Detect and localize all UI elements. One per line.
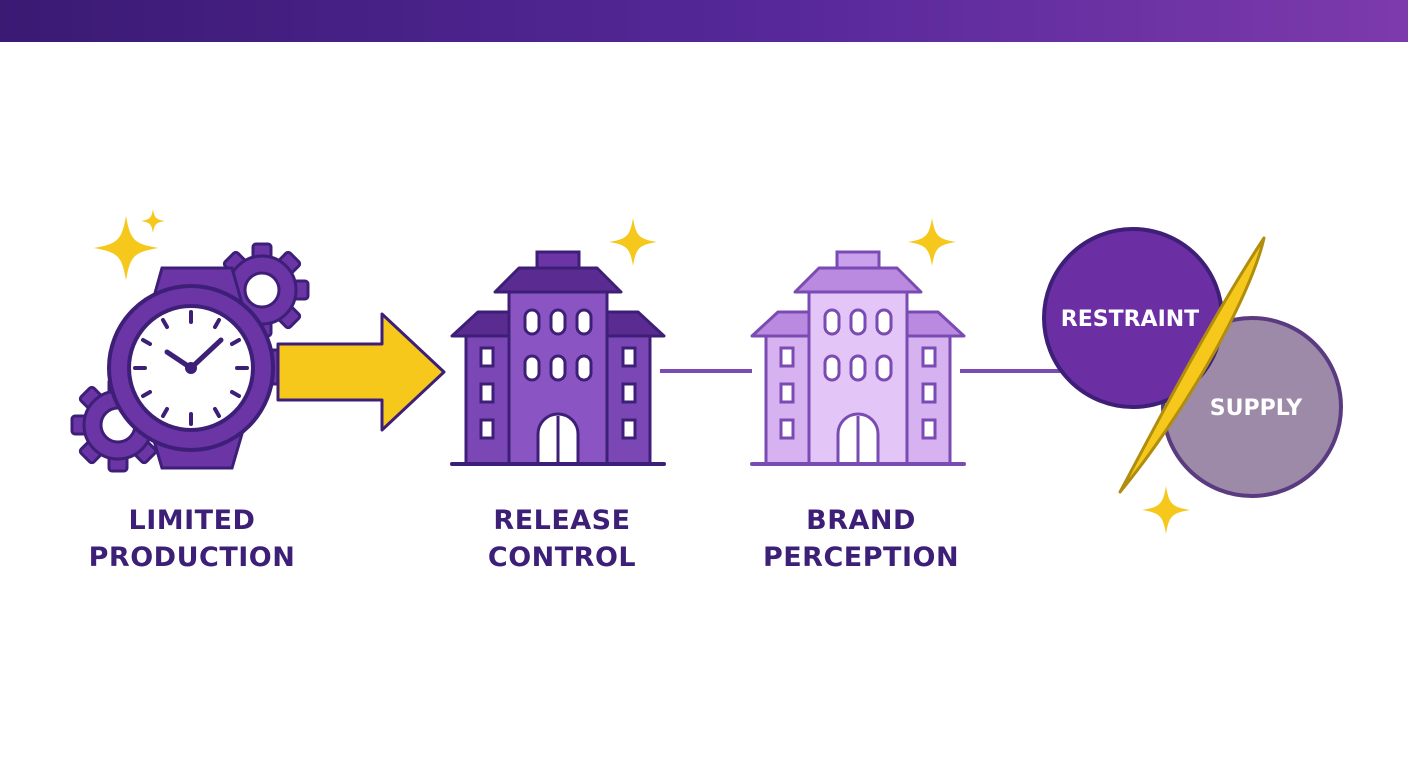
sparkle-icon — [93, 215, 159, 281]
step-label-brand-perception: BRAND PERCEPTION — [762, 505, 960, 573]
sparkle-icon — [1142, 486, 1190, 534]
restraint-supply-balance: RESTRAINT SUPPLY — [1042, 227, 1343, 498]
sparkle-icon — [141, 209, 165, 233]
arrow-right-icon — [276, 312, 446, 432]
supply-label: SUPPLY — [1210, 396, 1304, 421]
sparkle-icon — [908, 218, 956, 266]
sparkle-icon — [609, 218, 657, 266]
restraint-label: RESTRAINT — [1061, 307, 1199, 332]
step-label-release-control: RELEASE CONTROL — [487, 505, 637, 573]
hotel-building-icon: H — [450, 250, 666, 466]
header-bar — [0, 0, 1408, 42]
gold-slash-icon — [1118, 236, 1266, 494]
step-label-limited-production: LIMITED PRODUCTION — [88, 505, 296, 573]
watch-with-gears-icon — [70, 242, 310, 473]
hotel-building-icon: H — [750, 250, 966, 466]
